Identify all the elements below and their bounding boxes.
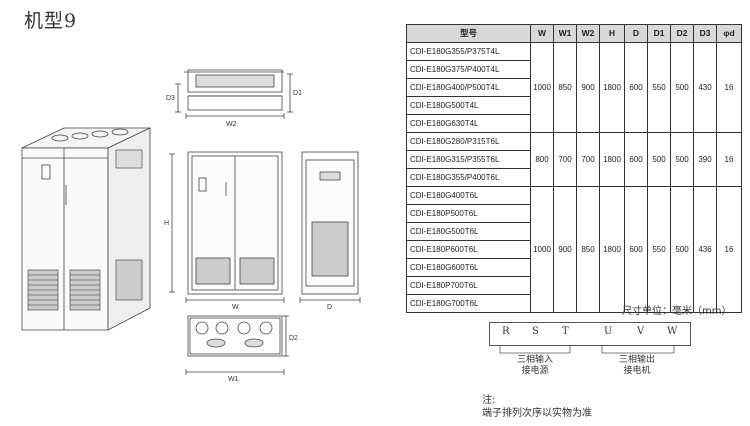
value-cell-d3: 436 [693,186,717,313]
output-label-line2: 接电机 [623,366,651,376]
value-cell-w2: 700 [576,132,600,187]
model-cell: CDI-E180G700T6L [406,294,531,313]
col-header-w1: W1 [553,24,577,43]
value-cell-d: 600 [624,132,648,187]
dim-label-d2: D2 [289,335,298,342]
terminal-v: V [637,326,645,337]
dim-label-w2: W2 [226,121,237,128]
output-label-line1: 三相输出 [618,355,655,365]
input-label-line2: 接电源 [521,366,549,376]
input-terminal-label: 三相输入 接电源 [512,355,558,377]
terminal-block [489,322,691,346]
value-cell-w: 1000 [530,42,554,133]
front-view-drawing [169,151,285,303]
value-cell-d1: 500 [647,132,671,187]
side-view-drawing [299,151,361,303]
dim-label-w1: W1 [228,376,239,383]
value-cell-w2: 850 [576,186,600,313]
value-cell-d1: 550 [647,42,671,133]
dim-label-d: D [327,304,332,311]
col-header-d1: D1 [647,24,671,43]
value-cell-phi-d: 16 [716,186,742,313]
page-title: 机型9 [24,10,78,32]
unit-note: 尺寸单位：毫米（mm） [622,306,732,317]
top-view-drawing [175,69,293,119]
bottom-view-drawing [185,315,289,375]
dim-label-d3: D3 [166,95,175,102]
value-cell-h: 1800 [599,42,625,133]
terminal-r: R [502,326,510,337]
value-cell-d1: 550 [647,186,671,313]
dim-label-h: H [164,220,169,227]
footnote-text: 端子排列次序以实物为准 [482,408,592,419]
isometric-cabinet-drawing [21,127,151,331]
table-row: CDI-E180G700T6L [406,294,742,313]
col-header-w2: W2 [576,24,600,43]
dim-label-d1: D1 [293,90,302,97]
table-row: CDI-E180G280/P315T6L 800 700 700 1800 60… [406,132,742,187]
value-cell-d: 600 [624,186,648,313]
value-cell-d2: 500 [670,42,694,133]
dim-label-w: W [232,304,239,311]
footnote-heading: 注: [482,395,496,406]
terminal-t: T [562,326,569,337]
input-label-line1: 三相输入 [516,355,553,365]
value-cell-phi-d: 16 [716,132,742,187]
output-terminal-label: 三相输出 接电机 [614,355,660,377]
value-cell-phi-d: 16 [716,42,742,133]
dimension-spec-table: 型号 W W1 W2 H D D1 D2 D3 φd CDI-E180G355/… [406,24,742,313]
col-header-phi-d: φd [716,24,742,43]
terminal-u: U [604,326,613,337]
footnote: 注: 端子排列次序以实物为准 [482,394,592,420]
table-header-row: 型号 W W1 W2 H D D1 D2 D3 φd [406,24,742,43]
terminal-s: S [532,326,539,337]
value-cell-d2: 500 [670,132,694,187]
terminal-w: W [667,326,678,337]
table-row: CDI-E180G400T6L 1000 900 850 1800 600 55… [406,186,742,313]
value-cell-w: 800 [530,132,554,187]
